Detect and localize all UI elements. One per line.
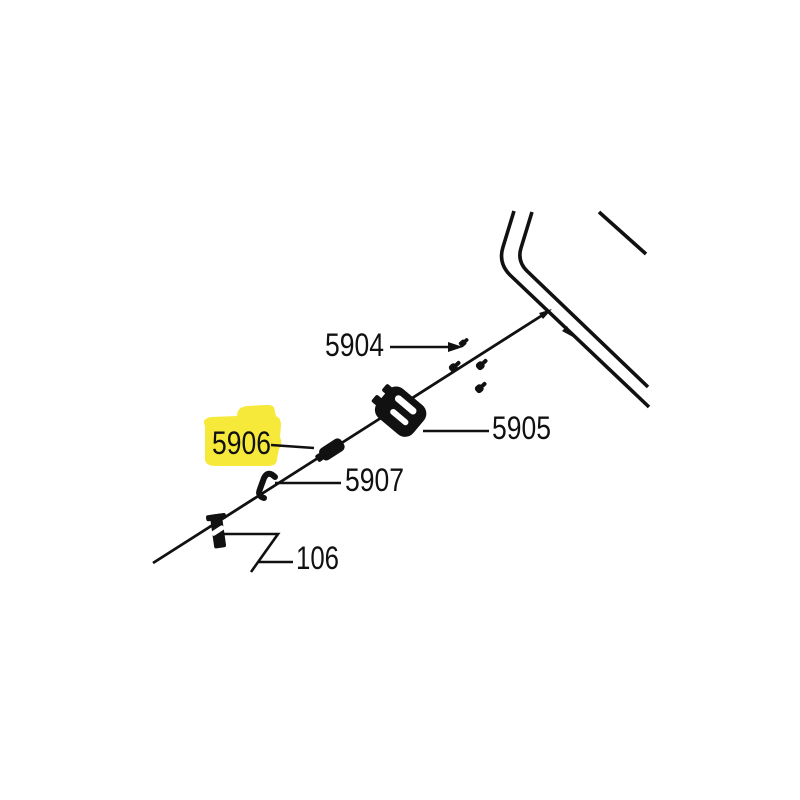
bracket-part-5905 [371,384,427,437]
part-label-5907: 5907 [345,462,404,498]
clamp-part-106 [205,513,227,549]
deck-outline [499,210,651,409]
callout-5904: 5904 [325,327,463,363]
part-label-106: 106 [296,540,339,576]
highlight-marker [203,404,282,466]
deck-outer-edge [499,210,651,409]
leader-arrowhead-icon [448,342,463,352]
screw-icon [448,360,461,373]
deck-inner-edge [518,211,650,389]
leader-line-106 [224,532,293,573]
cable-arrowhead-icon [539,309,552,319]
callout-5906: 5906 [212,425,315,461]
part-label-5905: 5905 [492,410,551,446]
leader-line-5906 [270,443,315,450]
deck-top-edge-line [597,210,648,256]
part-label-5904: 5904 [325,327,384,363]
callout-106: 106 [224,532,339,576]
adjuster-part-5906 [315,438,345,462]
screw-icon [474,381,487,394]
callout-5905: 5905 [423,410,551,446]
deck-direction-arrowhead-icon [562,326,573,337]
callout-5907: 5907 [275,462,404,498]
screw-parts [448,338,488,394]
part-label-5906: 5906 [212,425,271,461]
screw-icon [475,358,488,371]
clip-part-5907 [256,470,278,501]
screw-icon [458,338,469,348]
